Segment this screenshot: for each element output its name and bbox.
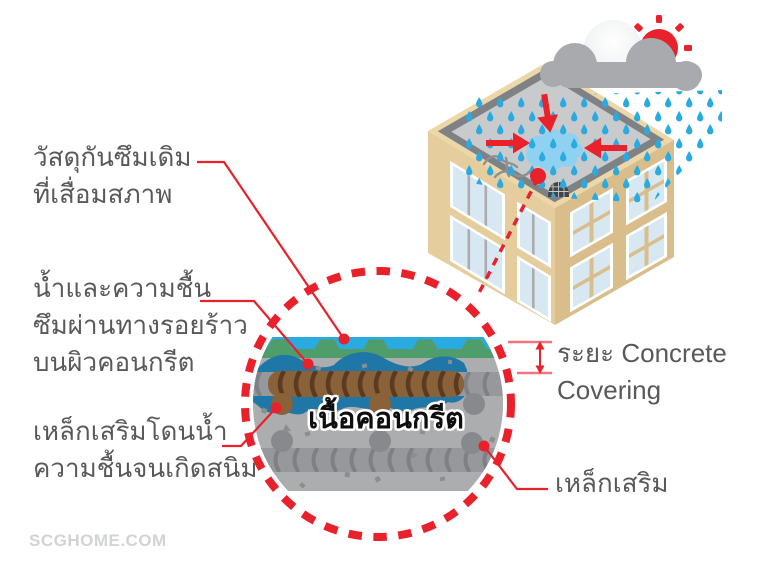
rusted-rebar-bar (268, 371, 464, 397)
roof-arrows (486, 93, 627, 159)
aggregate-specks (260, 359, 496, 489)
window (517, 255, 551, 323)
rusted-rebar-circle (369, 393, 391, 415)
label-line: น้ำและความชื้น (33, 273, 212, 303)
arrow-right-icon (486, 132, 530, 154)
arrow-left-icon (584, 137, 627, 159)
rebar-circle (463, 393, 485, 415)
window (570, 242, 613, 313)
label-line: ระยะ Concrete (557, 338, 727, 368)
roof-leak-marker-dot (530, 168, 546, 184)
window (450, 160, 505, 241)
arrow-down-icon (537, 93, 558, 133)
label-line: ที่เสื่อมสภาพ (33, 179, 173, 209)
windows-left-wall (450, 160, 551, 323)
rebar-circle (369, 430, 391, 452)
rebar-circle (461, 432, 483, 454)
label-line: ซึมผ่านทางรอยร้าว (33, 310, 248, 340)
deteriorated-membrane-layer (253, 339, 504, 358)
label-water-seepage: น้ำและความชื้น ซึมผ่านทางรอยร้าว บนผิวคอ… (33, 270, 248, 381)
rain-cloud-icon (540, 20, 702, 91)
label-rusted-rebar: เหล็กเสริมโดนน้ำ ความชื้นจนเกิดสนิม (33, 413, 257, 487)
label-rebar: เหล็กเสริม (555, 465, 669, 502)
leader-lines (197, 160, 548, 491)
rebar-circle (271, 430, 293, 452)
label-deteriorated-membrane: วัสดุกันซึมเดิม ที่เสื่อมสภาพ (33, 139, 192, 213)
label-line: เหล็กเสริม (555, 468, 669, 498)
label-line: วัสดุกันซึมเดิม (33, 142, 192, 172)
magnifier-dashed-circle (241, 267, 515, 541)
label-line: Covering (557, 375, 662, 405)
leader-dots (270, 333, 490, 452)
membrane-marker-dot (338, 333, 350, 345)
label-concrete-covering: ระยะ Concrete Covering (557, 335, 727, 409)
label-line: เหล็กเสริมโดนน้ำ (33, 416, 228, 446)
zoom-leader-dashed-line (477, 177, 540, 294)
label-line: บนผิวคอนกรีต (33, 347, 195, 377)
rusted-rebar-marker-dot (270, 402, 282, 414)
concrete-cross-section (252, 337, 504, 491)
rebar-band-lower (253, 448, 504, 472)
covering-dimension-indicator (508, 340, 552, 375)
rusted-rebar-leader-line (222, 407, 277, 448)
window (626, 211, 667, 281)
label-concrete-body: เนื้อคอนกรีต (308, 403, 464, 435)
watermark-scghome: SCGHOME.COM (29, 531, 167, 550)
seepage-leader-line (200, 299, 309, 365)
label-line: ความชื้นจนเกิดสนิม (33, 453, 258, 483)
window (517, 201, 551, 269)
rebar-leader-line (483, 445, 548, 491)
window (570, 187, 613, 258)
membrane-leader-line (197, 160, 345, 340)
rebar-marker-dot (478, 440, 490, 452)
seepage-marker-dot (302, 358, 314, 370)
